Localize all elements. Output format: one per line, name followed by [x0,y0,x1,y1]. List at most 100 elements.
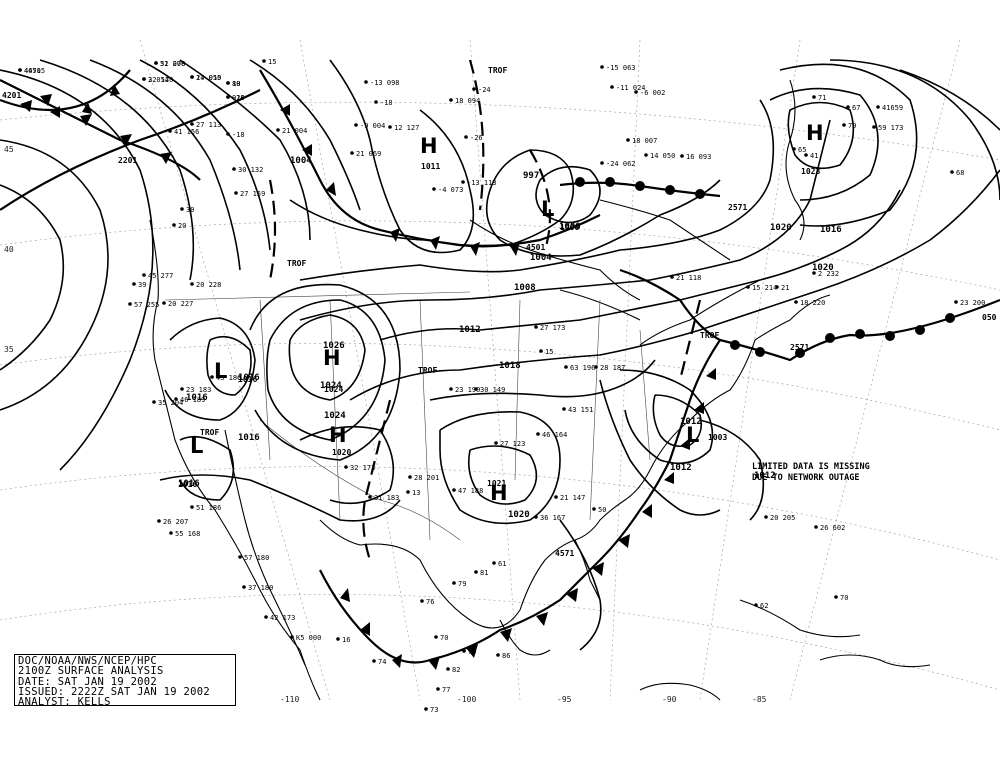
station-observation: 20 228 [196,281,221,289]
isobar-label: 1020 [770,223,792,233]
station-observation: 63 196 [570,364,595,372]
station-observation: 23 183 [186,386,211,394]
station-observation: 16 [342,636,350,644]
station-observation: -6 002 [640,89,665,97]
station-observation: 47 188 [458,487,483,495]
station-marker [180,387,184,391]
station-observation: 27 123 [500,440,525,448]
notice-line: LIMITED DATA IS MISSING [752,462,870,472]
station-marker [846,105,850,109]
station-observation: 12 127 [394,124,419,132]
svg-text:H: H [490,481,508,505]
station-marker [168,129,172,133]
station-marker [364,80,368,84]
station-marker [496,653,500,657]
station-marker [276,128,280,132]
station-marker [600,65,604,69]
lon-label: -100 [457,695,476,704]
station-observation: 26 602 [820,524,845,532]
isobar-label: 1018 [499,361,521,371]
station-observation: -18 [232,131,245,139]
station-observation: 41 [810,152,818,160]
station-marker [644,153,648,157]
isobar-label: 1016 [238,373,260,383]
station-observation: 14 015 [196,74,221,82]
station-observation: 22 120 [148,76,173,84]
station-observation: 21 004 [282,127,307,135]
station-observation: 70 [840,594,848,602]
isobar-label: 1004 [530,253,552,263]
high-pressure-centers: H 1011 H 1023 H 1024 H 1020 H 1021 [323,121,824,505]
station-marker [434,635,438,639]
station-marker [792,147,796,151]
station-marker [226,81,230,85]
station-observation: 15 [268,58,276,66]
station-marker [344,465,348,469]
front-value: 2571 [790,343,809,352]
station-marker [494,441,498,445]
station-marker [680,154,684,158]
station-marker [472,87,476,91]
svg-text:1003: 1003 [708,433,727,442]
station-marker [238,555,242,559]
station-observation: 68 [956,169,964,177]
station-observation: 18 [232,80,240,88]
station-marker [534,325,538,329]
station-marker [876,105,880,109]
station-marker [872,125,876,129]
station-observation: 18 094 [455,97,480,105]
isobar-label: 1016 [178,479,200,489]
isobar-label: 1016 [820,225,842,235]
front-value: 050 [982,313,997,322]
station-observation: 026 [232,94,245,102]
station-observation: -24 062 [606,160,636,168]
station-observation: 74 [378,658,386,666]
station-observation: 27 159 [240,190,265,198]
high-center: H 1020 [329,423,351,457]
station-marker [794,300,798,304]
station-marker [814,525,818,529]
station-observation: -4 073 [438,186,463,194]
station-observation: 51 186 [196,504,221,512]
station-marker [594,365,598,369]
trof-label: TROF [200,428,219,437]
lat-label: 40 [4,245,14,254]
station-observation: -18 [380,99,393,107]
station-observation: 27 173 [540,324,565,332]
station-observation: 21 [781,284,789,292]
station-marker [954,300,958,304]
station-observation: 71 [818,94,826,102]
station-marker [804,153,808,157]
info-line-date: DATE: SAT JAN 19 2002 [18,675,158,688]
info-line-analyst: ANALYST: KELLS [18,696,111,709]
svg-text:L: L [190,434,203,458]
trof-label: TROF [488,66,507,75]
high-center: H 1021 [487,479,508,505]
lat-label: 35 [4,345,14,354]
svg-text:1024: 1024 [324,385,343,394]
station-observation: 42 173 [270,614,295,622]
station-marker [180,207,184,211]
station-observation: -18 [232,94,245,102]
station-marker [626,138,630,142]
front-value: 2201 [118,156,137,165]
station-marker [290,635,294,639]
isobar-label: 1000 [559,222,581,232]
station-observation: 18 007 [632,137,657,145]
isobar-label: 1012 [680,417,702,427]
station-observation: 41659 [882,104,903,112]
station-marker [812,271,816,275]
station-marker [842,123,846,127]
lat-label: 45 [4,145,14,154]
analysis-info-box: DOC/NOAA/NWS/NCEP/HPC 2100Z SURFACE ANAL… [14,654,236,709]
front-value: 4201 [2,91,21,100]
station-marker [210,375,214,379]
station-observation: 43 151 [568,406,593,414]
low-center: L 1016 [178,434,203,489]
station-marker [406,490,410,494]
station-observation: 59 173 [878,124,903,132]
station-marker [834,595,838,599]
troughs [268,59,702,561]
station-observation: 44515 [24,67,45,75]
station-observation: -24 [478,86,491,94]
